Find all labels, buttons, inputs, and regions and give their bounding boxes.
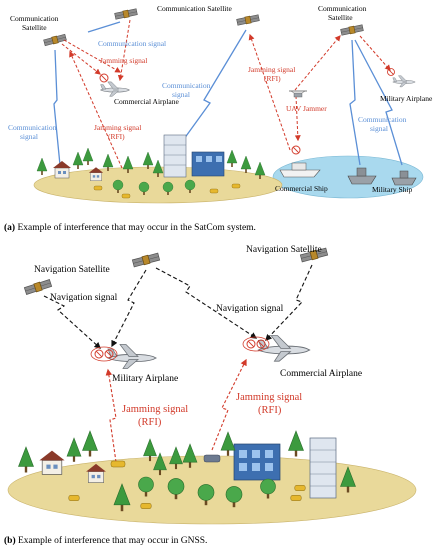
tree-icon [18,446,34,473]
label-jamming-rfi-left-2: (RFI) [108,132,125,141]
uav-icon [289,90,307,98]
tree-icon [226,149,238,168]
caption-b: (b) Example of interference that may occ… [4,535,207,546]
ship-icon [347,167,377,185]
label-comm-sat-right-1: Communication [318,4,367,13]
caption-a-tag: (a) [4,222,15,233]
ship-icon [391,170,417,186]
building-icon [163,134,225,178]
label-comm-signal-right-1: Communication [358,115,407,124]
tree-icon [36,157,48,176]
caption-a-text: Example of interference that may occur i… [15,222,256,233]
satellite-icon [23,278,53,296]
label-comm-signal-top: Communication signal [98,39,166,48]
caption-a: (a) Example of interference that may occ… [4,222,256,233]
car-icon [121,193,131,199]
label-commercial-airplane: Commercial Airplane [114,97,179,106]
jamming-target-icon [291,145,301,155]
label-jamming-right-2: (RFI) [258,405,282,416]
label-comm-sat-left-1: Communication [10,14,59,23]
house-icon [52,160,72,179]
jamming-lines [61,19,391,169]
label-nav-sat-left: Navigation Satellite [34,265,110,275]
label-comm-sat-mid: Communication Satellite [157,4,232,13]
label-comm-signal-left-2: signal [20,132,38,141]
label-comm-sat-left-2: Satellite [22,23,47,32]
car-icon [209,188,219,194]
caption-b-text: Example of interference that may occur i… [16,535,208,546]
satellite-icon [114,7,138,21]
satellite-icon [236,13,260,27]
airplane-icon [100,81,130,97]
nav-signal-lines [43,264,313,349]
panel-b: Navigation Satellite Navigation Satellit… [4,245,417,546]
airplane-icon [107,344,157,369]
label-uav-jammer: UAV Jammer [286,104,327,113]
label-comm-signal-right-2: signal [370,124,388,133]
jamming-target-icon [90,346,118,362]
label-jamming-rfi-right-1: Jamming signal [248,65,295,74]
label-jamming-left-2: (RFI) [138,417,162,428]
label-comm-signal-mid-1: Communication [162,81,211,90]
label-jamming-rfi-right-2: (RFI) [264,74,281,83]
caption-b-tag: (b) [4,535,16,546]
house-icon [38,449,66,476]
car-icon [140,503,152,509]
tree-icon [142,151,154,170]
tree-icon [240,155,252,174]
panel-a: Communication Satellite Communication Sa… [4,4,433,233]
label-nav-sat-right: Navigation Satellite [246,245,322,255]
car-icon [294,485,306,491]
label-nav-signal-right: Navigation signal [216,304,284,314]
label-nav-signal-left: Navigation signal [50,293,118,303]
label-comm-signal-mid-2: signal [172,90,190,99]
car-icon [231,183,241,189]
label-military-airplane: Military Airplane [112,374,178,384]
tree-icon [66,437,82,463]
tree-icon [288,430,304,457]
tree-icon [82,147,94,166]
label-jamming-left-1: Jamming signal [122,404,188,415]
car-icon [290,495,302,501]
jamming-target-icon [99,73,109,83]
label-commercial-airplane: Commercial Airplane [280,369,362,379]
jamming-lines [105,358,247,463]
label-comm-sat-right-2: Satellite [328,13,353,22]
jamming-target-icon [387,68,395,76]
label-jamming-signal-top: Jamming signal [100,56,147,65]
jammer-car-icon [110,460,126,468]
label-military-airplane: Military Airplane [380,94,433,103]
tree-icon [72,151,84,170]
building-icon [233,437,337,499]
satellite-icon [131,252,161,268]
airplane-icon [392,75,416,88]
label-jamming-right-1: Jamming signal [236,392,302,403]
label-jamming-rfi-left-1: Jamming signal [94,123,141,132]
jamming-target-icon [242,336,270,352]
jammer-car-icon [203,454,221,463]
tree-icon [82,430,98,457]
ship-icon [279,162,321,178]
sea-area [272,155,424,199]
label-comm-signal-left-1: Communication [8,123,57,132]
label-military-ship: Military Ship [372,185,412,194]
car-icon [68,495,80,501]
comm-signal-lines [53,21,403,166]
satellite-icon [340,23,364,37]
car-icon [93,185,103,191]
label-commercial-ship: Commercial Ship [275,184,328,193]
tree-icon [220,431,236,457]
